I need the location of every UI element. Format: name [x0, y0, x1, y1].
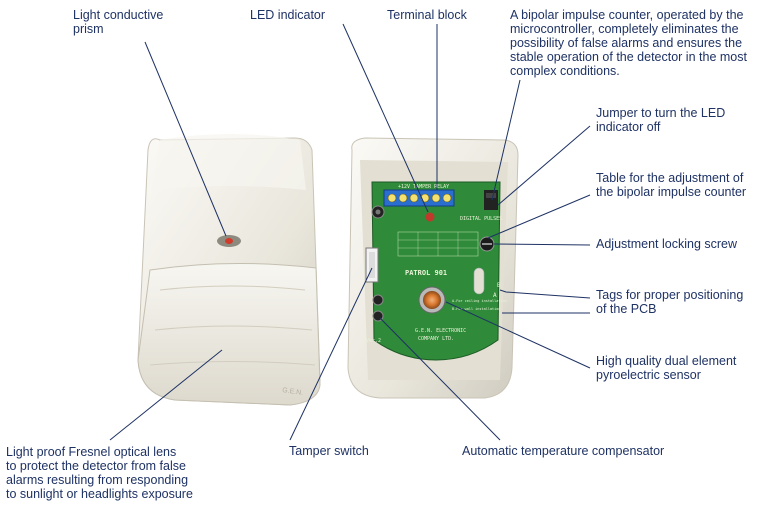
leader-lines [109, 23, 591, 441]
label-light-conductive-prism: Light conductive prism [73, 8, 164, 36]
svg-text:Ver.2: Ver.2 [366, 338, 381, 344]
svg-text:G.E.N.: G.E.N. [282, 387, 304, 397]
label-fresnel-lens: Light proof Fresnel optical lens to prot… [6, 445, 193, 501]
closed-detector: G.E.N. [137, 134, 321, 406]
svg-text:A: A [493, 292, 497, 299]
led-indicator [425, 212, 435, 222]
fresnel-lens [137, 262, 321, 406]
led-icon [225, 238, 233, 244]
label-bipolar-counter: A bipolar impulse counter, operated by t… [510, 8, 747, 78]
label-counter-table: Table for the adjustment of the bipolar … [596, 171, 747, 199]
svg-text:DIGITAL PULSES: DIGITAL PULSES [460, 216, 502, 222]
pcb-board [371, 181, 501, 361]
svg-text:A-For ceiling installation: A-For ceiling installation [452, 299, 507, 303]
svg-text:B-For wall installation: B-For wall installation [452, 307, 500, 311]
label-jumper-led-off: Jumper to turn the LED indicator off [596, 106, 726, 134]
label-locking-screw: Adjustment locking screw [596, 237, 738, 251]
svg-text:B: B [497, 282, 501, 289]
svg-text:COMPANY LTD.: COMPANY LTD. [418, 336, 454, 342]
label-temp-compensator: Automatic temperature compensator [462, 444, 665, 458]
svg-text:G.E.N. ELECTRONIC: G.E.N. ELECTRONIC [415, 328, 466, 334]
label-led-indicator: LED indicator [250, 8, 326, 22]
label-pyro-sensor: High quality dual element pyroelectric s… [596, 354, 737, 382]
pyro-sensor [423, 291, 441, 309]
label-tamper-switch: Tamper switch [289, 444, 369, 458]
svg-text:PATROL 901: PATROL 901 [405, 269, 447, 277]
open-detector: +12V TAMPER RELAY DIGITAL PULSES PATROL … [347, 137, 519, 399]
label-pcb-tags: Tags for proper positioning of the PCB [596, 288, 744, 316]
label-terminal-block: Terminal block [387, 8, 467, 22]
svg-text:+12V TAMPER RELAY: +12V TAMPER RELAY [398, 184, 449, 190]
